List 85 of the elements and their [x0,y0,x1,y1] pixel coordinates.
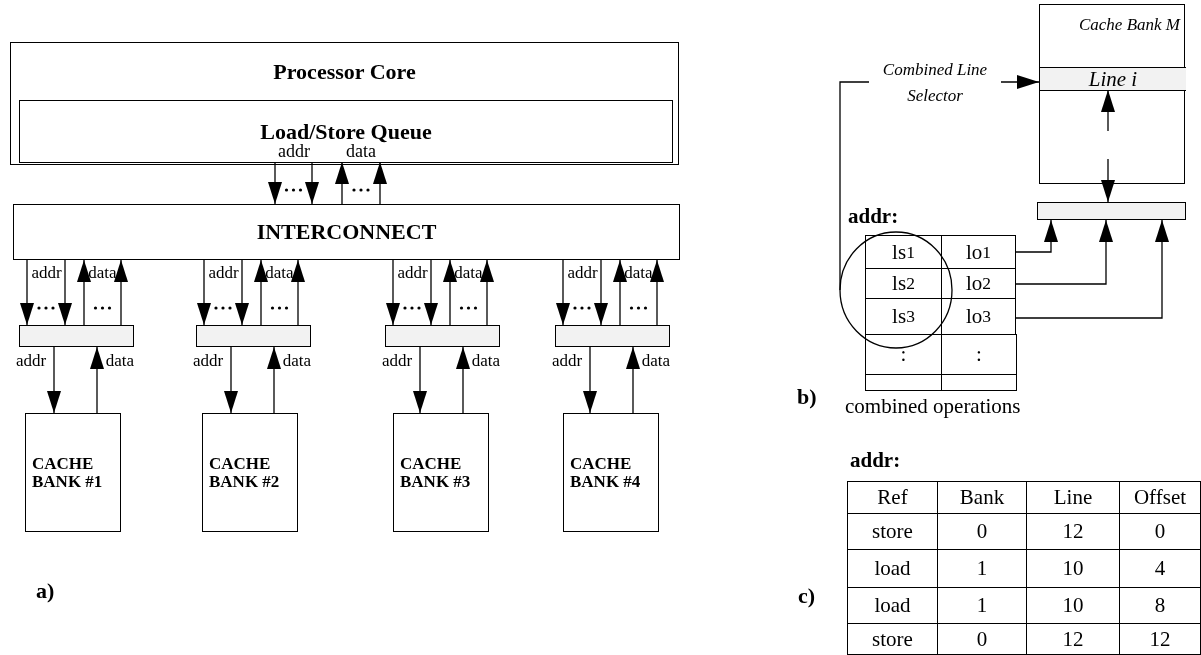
signal-label: addr [277,142,311,160]
block-title: CACHE BANK #1 [32,454,104,491]
block-title: CACHE BANK #2 [209,454,281,491]
arrow [1015,219,1169,319]
buffer-bar [196,325,311,347]
arrow [594,259,608,326]
panel-label: c) [798,585,816,607]
signal-label: data [640,352,672,369]
table-cell: Ref [847,481,938,514]
arrow [291,259,305,326]
cache-line-band [1040,67,1186,91]
arrow [235,259,249,326]
signal-label: addr [14,352,48,369]
signal-label: data [470,352,502,369]
arrow [268,161,282,205]
arrow [626,346,640,414]
block-title: Load/Store Queue [260,119,432,144]
arrow [1015,219,1058,253]
arrow [839,75,1040,291]
panel-label: b) [797,386,817,408]
caption-text: combined operations [845,396,1021,417]
arrow [197,259,211,326]
block-title: Processor Core [273,59,416,85]
signal-label: addr [191,352,225,369]
signal-label: addr [550,352,584,369]
signal-label: addr [207,264,240,281]
signal-label: data [281,352,313,369]
signal-label: addr [396,264,429,281]
arrow [267,346,281,414]
signal-label: data [345,142,376,160]
signal-label: data [264,264,295,281]
arrow [556,259,570,326]
arrow [77,259,91,326]
selection-ellipse [840,232,952,348]
table-title: addr: [850,450,901,471]
cache-bank-box [563,413,659,532]
arrow [58,259,72,326]
arrow [413,346,427,414]
arrow [305,161,319,205]
processor-box [10,42,679,165]
block-title: Cache Bank M [1078,15,1180,35]
arrow [583,346,597,414]
cache-bank-box [202,413,298,532]
buffer-bar [19,325,134,347]
arrow [335,161,349,205]
arrow [386,259,400,326]
table-title: addr: [848,206,899,227]
queue-box [19,100,673,163]
block-title: CACHE BANK #3 [400,454,472,491]
buffer-bar [385,325,500,347]
cache-bank-box [25,413,121,532]
cache-bank-box [1039,4,1185,184]
arrow [20,259,34,326]
arrow [90,346,104,414]
arrow [613,259,627,326]
table-cell: Offset [1119,481,1201,514]
signal-label: data [623,264,654,281]
buffer-bar [1037,202,1186,220]
signal-label: data [87,264,118,281]
arrow [1101,89,1115,203]
table-cell: store [847,623,938,655]
arrow [456,346,470,414]
arrow [47,346,61,414]
arrow [443,259,457,326]
arrow [254,259,268,326]
arrow [373,161,387,205]
arrow [480,259,494,326]
signal-label: addr [30,264,63,281]
signal-label: data [453,264,484,281]
block-title: CACHE BANK #4 [570,454,642,491]
arrow [114,259,128,326]
signal-label: data [104,352,136,369]
table-cell: 12 [1119,623,1201,655]
panel-label: a) [36,580,55,602]
signal-label: addr [380,352,414,369]
cache-bank-box [393,413,489,532]
signal-label: addr [566,264,599,281]
arrow [1015,219,1113,285]
arrow [650,259,664,326]
arrow [424,259,438,326]
buffer-bar [555,325,670,347]
interconnect-box [13,204,680,260]
block-title: INTERCONNECT [256,219,437,245]
band-label: Line i [1088,66,1138,92]
arrow [224,346,238,414]
